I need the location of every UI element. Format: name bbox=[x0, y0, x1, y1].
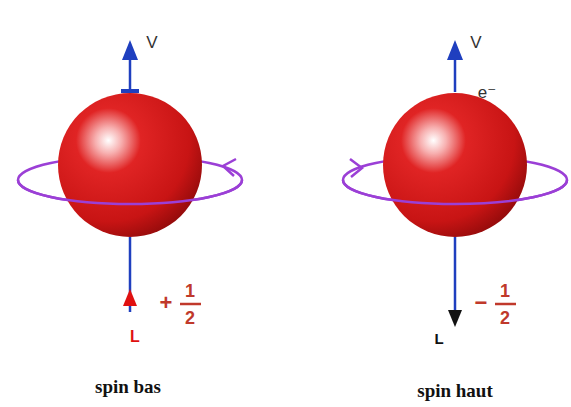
orbit-front bbox=[343, 180, 567, 204]
fraction-denominator: 2 bbox=[500, 309, 510, 327]
spin-arrowhead bbox=[123, 289, 137, 306]
fraction-bar bbox=[495, 303, 516, 306]
spin-arrowhead bbox=[448, 310, 462, 327]
momentum-label: L bbox=[434, 331, 443, 346]
caption-label: spin haut bbox=[417, 381, 493, 400]
velocity-label: V bbox=[470, 34, 481, 51]
orbit-arrowhead bbox=[223, 159, 236, 176]
caption-label: spin bas bbox=[95, 377, 161, 396]
spin-sign: + bbox=[160, 292, 173, 314]
electron-sphere bbox=[383, 93, 527, 237]
electron-label: e⁻ bbox=[478, 84, 496, 101]
fraction-numerator: 1 bbox=[185, 282, 195, 300]
orbit-arrowhead bbox=[350, 159, 362, 177]
orbit-front bbox=[18, 180, 242, 204]
fraction-numerator: 1 bbox=[500, 282, 510, 300]
velocity-label: V bbox=[146, 34, 157, 51]
momentum-label: L bbox=[130, 329, 140, 345]
velocity-arrowhead bbox=[447, 40, 463, 60]
fraction-denominator: 2 bbox=[185, 309, 195, 327]
axis-line bbox=[454, 237, 457, 314]
velocity-arrowhead bbox=[122, 40, 138, 60]
axis-cap bbox=[121, 89, 139, 93]
spin-sign: − bbox=[475, 292, 488, 314]
fraction-bar bbox=[180, 303, 201, 306]
electron-sphere bbox=[58, 93, 202, 237]
